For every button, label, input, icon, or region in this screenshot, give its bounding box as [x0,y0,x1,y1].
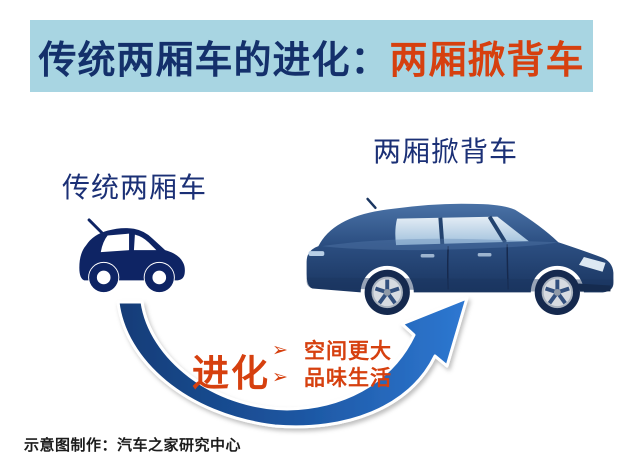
sedan-car-image [306,197,614,315]
title-highlight-text: 两厢掀背车 [389,39,585,82]
evolution-bullet-list: ➢ 空间更大 ➢ 品味生活 [272,336,392,390]
arrowhead-bullet-icon: ➢ [272,338,288,361]
bullet-text: 空间更大 [304,339,392,363]
hatchback-car-icon [79,218,185,294]
old-car-label: 传统两厢车 [62,172,208,203]
front-wheel [534,269,580,315]
arrowhead-bullet-icon: ➢ [272,365,288,388]
title-banner: 传统两厢车的进化：两厢掀背车 [30,20,593,92]
rear-wheel [364,269,410,315]
list-item: ➢ 品味生活 [272,363,392,390]
evolution-label: 进化 [192,353,270,394]
credit-text: 示意图制作：汽车之家研究中心 [24,437,242,454]
title-main-text: 传统两厢车的进化： [38,39,390,82]
bullet-text: 品味生活 [304,366,392,390]
list-item: ➢ 空间更大 [272,336,392,363]
curved-evolution-arrow-icon [116,296,469,429]
new-car-label: 两厢掀背车 [373,136,519,167]
